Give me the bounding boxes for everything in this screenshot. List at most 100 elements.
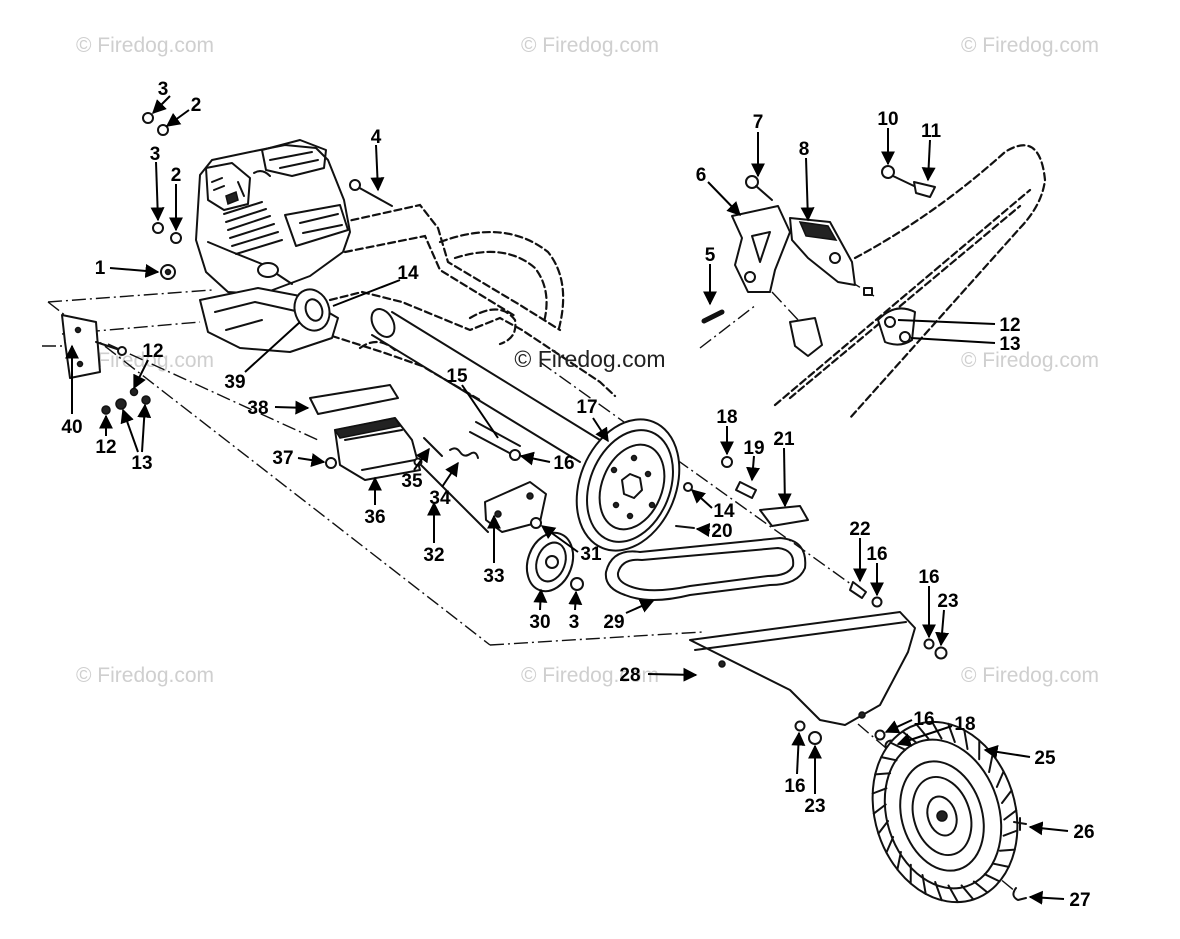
spring-34: [449, 447, 479, 459]
callout-label: 14: [397, 263, 419, 284]
belt-inner: [616, 547, 795, 592]
watermark-text: © Firedog.com: [76, 34, 214, 57]
bolt-37: [325, 457, 337, 469]
bolt-10: [881, 165, 895, 179]
callout-label: 15: [446, 366, 468, 387]
rod-32: [417, 461, 489, 533]
drive-belt: [604, 537, 807, 601]
shaft-tube: [371, 311, 601, 463]
leader-line: [625, 599, 655, 614]
guide-line: [857, 723, 901, 761]
axle-hole: [936, 810, 948, 822]
shaft-end: [370, 308, 396, 338]
washer-16: [871, 596, 883, 608]
callout-label: 12: [95, 437, 116, 458]
tiller-frame: [328, 203, 617, 402]
small-pulley: [525, 531, 584, 593]
belt-guard-hole: [718, 660, 726, 668]
pulley-hole: [644, 470, 652, 478]
leader-line: [533, 588, 548, 611]
watermark-text: © Firedog.com: [961, 349, 1099, 372]
guide-line: [539, 361, 863, 593]
watermark-text: © Firedog.com: [514, 346, 665, 372]
washer-13: [115, 398, 127, 410]
nut-23: [934, 646, 948, 660]
pin-5: [701, 309, 725, 324]
pin-22: [849, 581, 867, 599]
callout-label: 23: [937, 591, 958, 612]
nut-23: [808, 731, 822, 745]
nut-18: [721, 456, 733, 468]
wheel: [871, 720, 1027, 904]
bolt-7-shank: [755, 185, 773, 201]
muffler-detail: [299, 213, 343, 234]
leader-line: [150, 161, 165, 222]
leader-line: [983, 745, 1031, 759]
nut-3: [142, 112, 154, 124]
engine-detail: [211, 170, 271, 197]
nut-12: [101, 405, 111, 415]
leader-line: [441, 461, 459, 488]
callout-label: 6: [696, 165, 707, 186]
washer-16: [874, 729, 886, 741]
watermark-text: © Firedog.com: [961, 664, 1099, 687]
callout-label: 37: [272, 448, 293, 469]
callout-label: 18: [954, 714, 975, 735]
leader-line: [519, 451, 551, 466]
leader-line: [133, 359, 149, 390]
leader-line: [109, 263, 160, 278]
callout-label: 31: [580, 544, 602, 565]
leader-line: [777, 447, 792, 508]
callout-label: 4: [371, 127, 382, 148]
watermark-text: © Firedog.com: [521, 34, 659, 57]
bolt-10-shank: [892, 175, 915, 187]
guide-line: [489, 631, 703, 646]
belt-outer: [604, 537, 807, 601]
watermark-text: © Firedog.com: [521, 664, 659, 687]
pulley-hole: [612, 501, 620, 509]
handle-bolt: [789, 317, 823, 357]
leader-line: [921, 139, 936, 182]
plate-hole: [74, 326, 82, 334]
handle-outline: [848, 144, 1047, 420]
callout-label: 16: [918, 567, 939, 588]
bracket-36-shading: [333, 417, 402, 439]
washer-31: [530, 517, 542, 529]
bolt-head: [117, 346, 127, 356]
bracket-36-detail: [344, 429, 416, 471]
callout-label: 16: [866, 544, 887, 565]
bracket-hole: [526, 492, 534, 500]
nut-3: [570, 577, 584, 591]
callout-label: 12: [999, 315, 1020, 336]
large-pulley-web: [598, 443, 666, 531]
handle-tube-edge: [773, 188, 1032, 407]
crankshaft-end: [257, 262, 279, 278]
leader-line: [592, 417, 609, 443]
guide-line: [47, 289, 213, 303]
frame-outline: [343, 234, 517, 318]
bolt-4-shank: [355, 185, 393, 207]
tine-shaft: [370, 308, 601, 463]
engine-pulley-hub: [304, 298, 324, 322]
bolt-35: [423, 437, 443, 457]
callout-label: 21: [773, 429, 795, 450]
leader-line: [746, 455, 761, 482]
leader-line: [884, 719, 913, 734]
leader-line: [1028, 821, 1069, 836]
bracket-8-hole: [829, 252, 841, 264]
clip-27: [1012, 887, 1027, 901]
housing-detail: [214, 301, 301, 331]
leader-line: [647, 667, 698, 682]
callout-label: 3: [150, 144, 161, 165]
tine-hood-inner: [453, 250, 548, 324]
leader-line: [690, 489, 713, 509]
callout-label: 32: [423, 545, 444, 566]
leader-line: [800, 157, 815, 222]
belt-guard-hole: [858, 711, 866, 719]
watermark-text: © Firedog.com: [961, 34, 1099, 57]
leader-line: [332, 279, 401, 307]
leader-line: [707, 181, 741, 217]
leader-line: [413, 447, 430, 471]
watermark-text: © Firedog.com: [76, 664, 214, 687]
callout-label: 14: [713, 501, 735, 522]
